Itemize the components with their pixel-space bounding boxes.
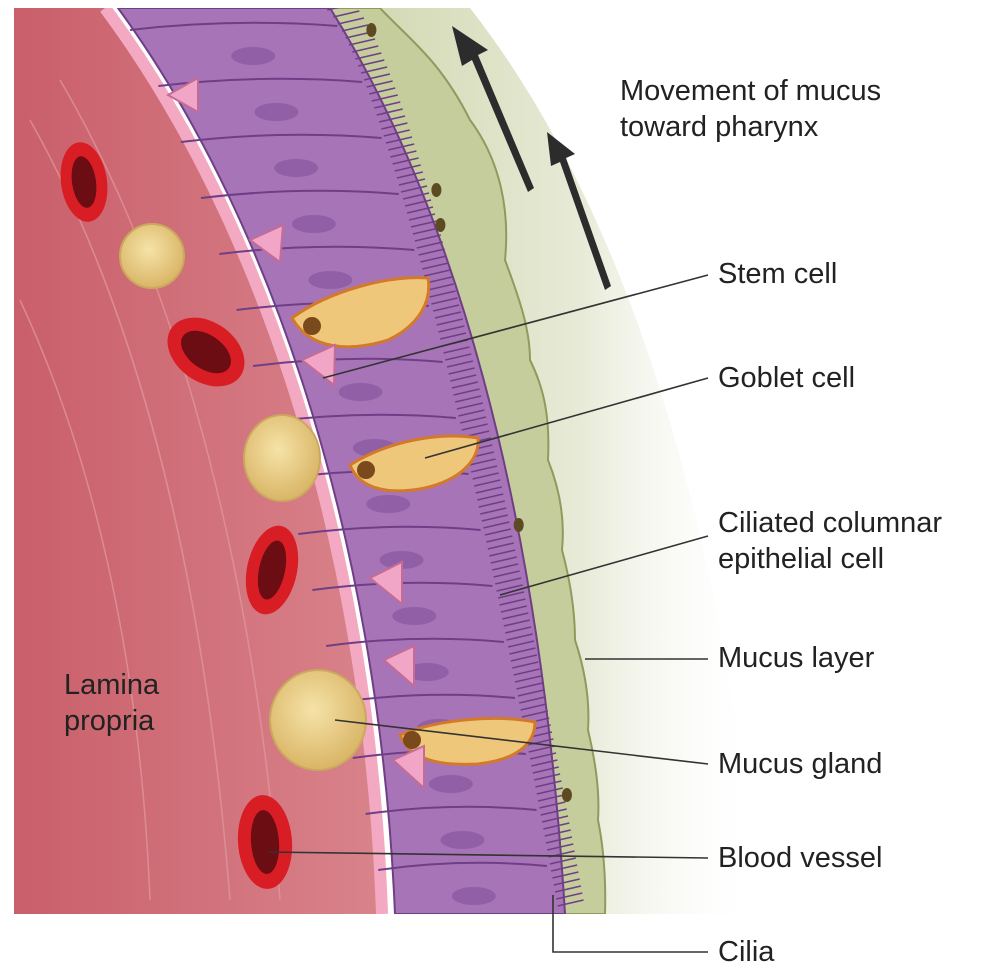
label-lamina-propria: Lamina propria [64,667,159,739]
label-cilia: Cilia [718,934,774,970]
cell-nucleus [366,495,410,513]
mucus-particle [562,788,572,802]
cell-nucleus [392,607,436,625]
cell-nucleus [231,47,275,65]
label-blood-vessel: Blood vessel [718,840,882,876]
label-mucus-layer: Mucus layer [718,640,874,676]
label-goblet-cell: Goblet cell [718,360,855,396]
goblet-nucleus [357,461,375,479]
cell-nucleus [308,271,352,289]
mucus-gland [244,415,320,501]
label-stem-cell: Stem cell [718,256,837,292]
cell-nucleus [274,159,318,177]
label-mucus-gland: Mucus gland [718,746,882,782]
mucus-gland [120,224,184,288]
goblet-nucleus [303,317,321,335]
cell-nucleus [440,831,484,849]
goblet-nucleus [403,731,421,749]
cell-nucleus [292,215,336,233]
label-ciliated-columnar-cell: Ciliated columnar epithelial cell [718,505,942,577]
mucus-particle [366,23,376,37]
label-movement-of-mucus: Movement of mucus toward pharynx [620,73,881,145]
mucus-particle [431,183,441,197]
cell-nucleus [452,887,496,905]
mucus-particle [435,218,445,232]
cell-nucleus [339,383,383,401]
cell-nucleus [254,103,298,121]
mucus-gland [270,670,366,770]
cell-nucleus [429,775,473,793]
mucus-particle [514,518,524,532]
